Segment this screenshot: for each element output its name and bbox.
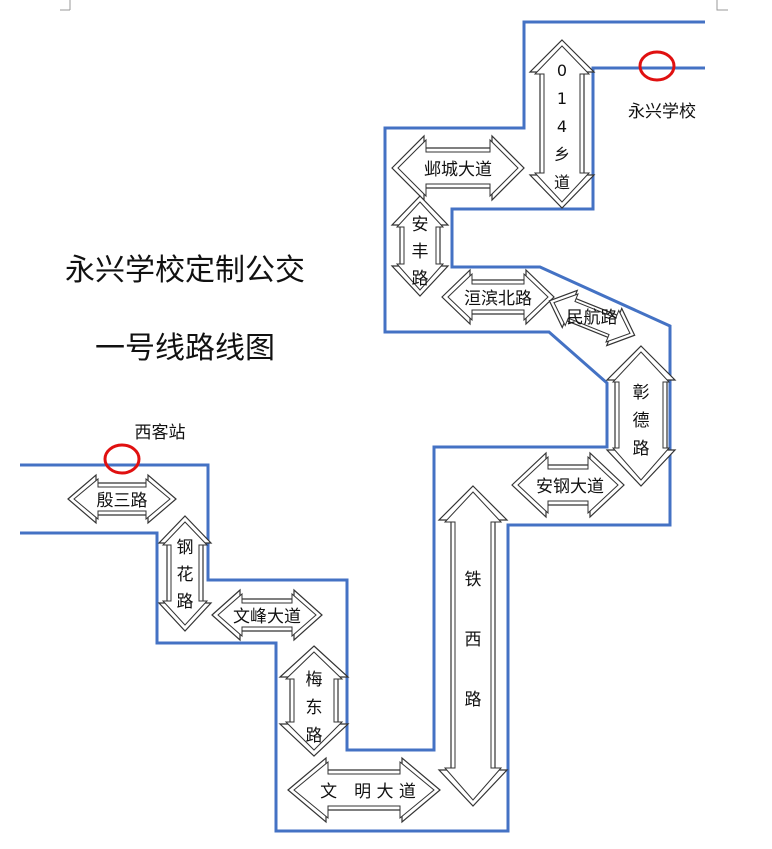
- road-label-wen-ming: 文 明 大 道: [320, 782, 416, 802]
- road-arrow-an-gang: 安钢大道: [511, 451, 625, 519]
- road-label-wen-feng: 文峰大道: [233, 607, 301, 627]
- road-arrow-gang-hua: 钢 花 路: [157, 515, 213, 632]
- road-arrow-014: 0 1 4 乡 道: [528, 39, 596, 209]
- road-label-mei-dong-1: 梅: [306, 670, 323, 690]
- start-stop-label: 西客站: [135, 423, 186, 443]
- road-label-014-2: 1: [557, 89, 567, 108]
- road-label-tie-xi-1: 铁: [465, 570, 482, 590]
- end-stop-label: 永兴学校: [628, 102, 696, 122]
- road-label-tie-xi-3: 路: [465, 690, 482, 710]
- road-arrow-zhang-de: 彰 德 路: [605, 345, 677, 487]
- road-arrow-min-hang: [548, 289, 636, 347]
- map-title-line2: 一号线路线图: [95, 331, 275, 366]
- road-label-gang-hua-3: 路: [177, 592, 194, 612]
- road-label-min-hang: 民航路: [567, 308, 618, 328]
- road-label-zhang-de-3: 路: [633, 439, 650, 459]
- road-label-zhang-de-2: 德: [633, 411, 650, 431]
- road-label-an-feng-2: 丰: [412, 242, 429, 262]
- road-label-tie-xi-2: 西: [465, 630, 482, 650]
- end-stop-marker: [638, 50, 676, 82]
- road-label-an-gang: 安钢大道: [536, 477, 604, 497]
- start-stop-marker: [103, 443, 141, 475]
- road-arrow-ye-cheng: 邺城大道: [391, 134, 525, 202]
- road-label-an-feng-3: 路: [412, 269, 429, 289]
- road-label-ye-cheng: 邺城大道: [424, 160, 492, 180]
- road-label-yin-san: 殷三路: [97, 491, 148, 511]
- road-arrow-mei-dong: 梅 东 路: [278, 645, 350, 757]
- road-label-an-feng-1: 安: [412, 215, 429, 235]
- road-label-zhang-de-1: 彰: [633, 383, 650, 403]
- road-label-huan-bin-bei: 洹滨北路: [464, 289, 532, 309]
- road-boundary-left: [20, 20, 705, 752]
- road-label-014-5: 道: [554, 173, 570, 192]
- road-arrow-tie-xi: 铁 西 路: [437, 485, 509, 807]
- road-label-mei-dong-3: 路: [306, 726, 323, 746]
- road-arrow-yin-san: 殷三路: [67, 473, 177, 525]
- corner-mark: [60, 0, 71, 11]
- road-label-014-1: 0: [557, 61, 567, 80]
- road-arrow-wen-ming: 文 明 大 道: [287, 756, 441, 824]
- road-arrow-wen-feng: 文峰大道: [211, 588, 323, 642]
- corner-mark: [716, 0, 728, 11]
- map-title-line1: 永兴学校定制公交: [65, 253, 305, 288]
- road-label-gang-hua-1: 钢: [177, 538, 194, 558]
- road-label-014-4: 乡: [554, 145, 570, 164]
- road-label-mei-dong-2: 东: [306, 698, 323, 718]
- road-arrow-an-feng: 安 丰 路: [390, 195, 450, 297]
- road-arrow-huan-bin-bei: 洹滨北路: [441, 268, 555, 326]
- road-label-gang-hua-2: 花: [177, 565, 194, 585]
- road-boundary-right: [20, 66, 705, 833]
- road-label-014-3: 4: [557, 117, 567, 136]
